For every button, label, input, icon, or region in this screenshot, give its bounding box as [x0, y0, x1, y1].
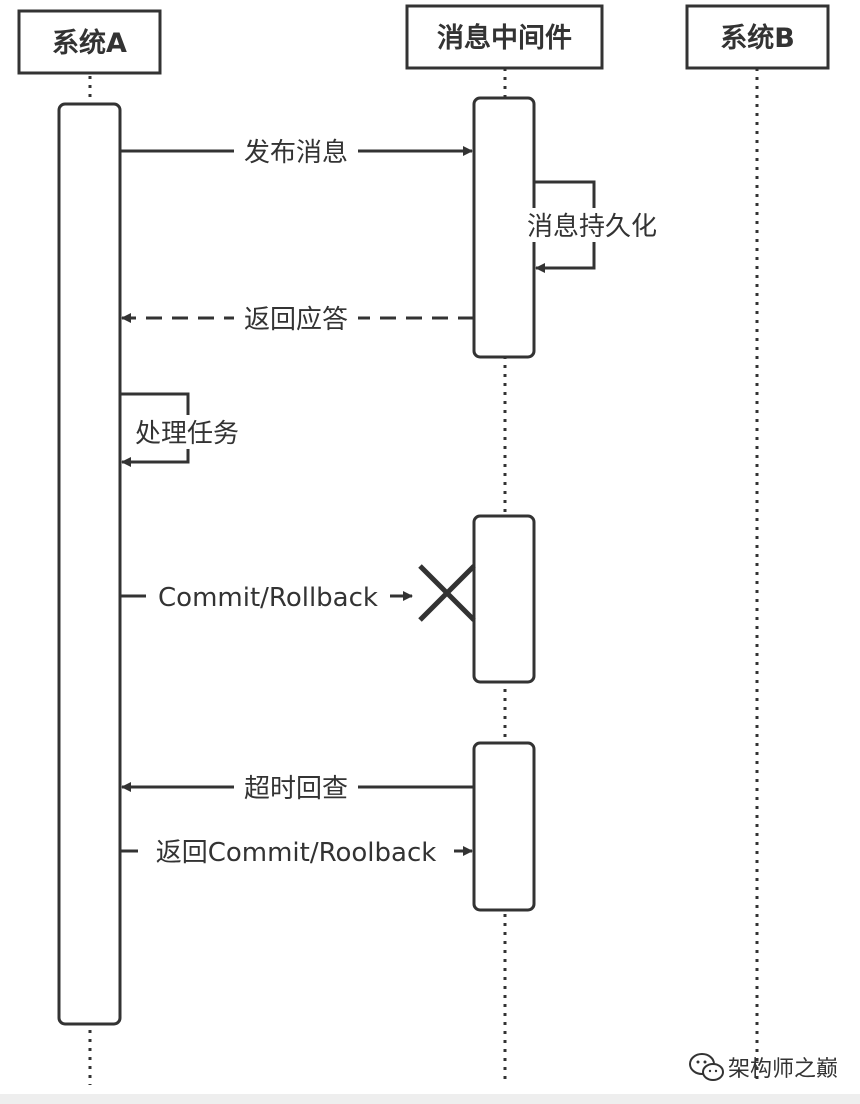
- message-label-return-commit: 返回Commit/Roolback: [156, 838, 437, 868]
- bottom-strip: [0, 1094, 860, 1104]
- message-commit-rollback: Commit/Rollback: [120, 564, 476, 622]
- participant-system-b: 系统B: [685, 4, 830, 70]
- activation-system-a: [57, 102, 122, 1026]
- message-publish: 发布消息: [120, 134, 473, 168]
- participant-label-system-a: 系统A: [52, 27, 127, 59]
- message-ack: 返回应答: [121, 301, 474, 335]
- message-timeout-check: 超时回查: [121, 770, 474, 804]
- message-persist: 消息持久化: [516, 180, 668, 273]
- activation-middleware-3: [472, 741, 536, 912]
- message-return-commit: 返回Commit/Roolback: [120, 834, 473, 868]
- message-label-ack: 返回应答: [244, 305, 348, 335]
- message-process: 处理任务: [120, 392, 250, 467]
- lost-message-x-icon: [418, 564, 476, 622]
- participant-middleware: 消息中间件: [405, 4, 604, 70]
- message-label-timeout-check: 超时回查: [244, 774, 348, 804]
- participant-label-middleware: 消息中间件: [437, 22, 572, 54]
- watermark-text: 架构师之巅: [728, 1057, 838, 1082]
- message-label-commit-rollback: Commit/Rollback: [158, 583, 378, 613]
- participant-label-system-b: 系统B: [720, 22, 795, 54]
- message-label-publish: 发布消息: [244, 138, 348, 168]
- participant-system-a: 系统A: [17, 9, 162, 75]
- message-label-persist: 消息持久化: [527, 212, 657, 242]
- message-label-process: 处理任务: [135, 419, 239, 449]
- activation-middleware-2: [472, 514, 536, 684]
- watermark: 架构师之巅: [689, 1053, 838, 1082]
- wechat-icon: [689, 1053, 724, 1081]
